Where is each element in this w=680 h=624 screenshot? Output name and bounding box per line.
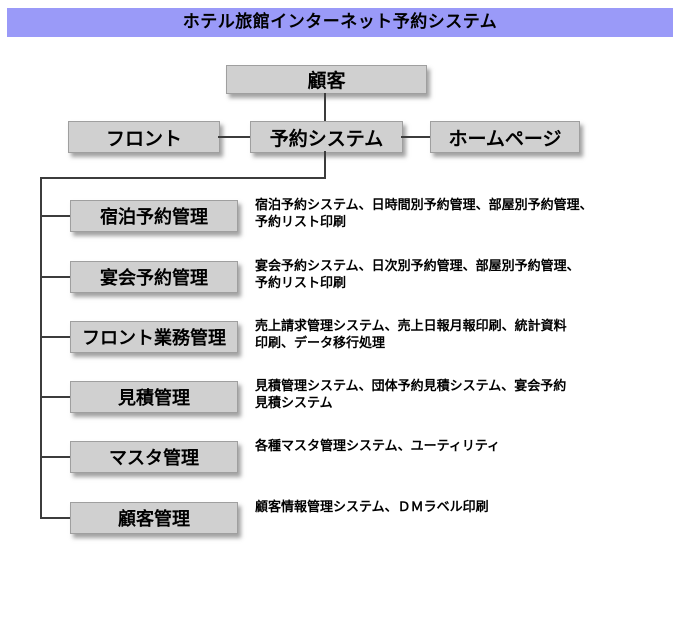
desc-line: 予約リスト印刷 [255,215,347,230]
desc-line: 見積管理システム、団体予約見積システム、宴会予約 [255,379,567,394]
connector-customer-to-reservation [324,93,326,121]
node-reservation-system-label: 予約システム [269,127,384,150]
node-front-label: フロント [105,127,182,150]
connector-reservation-to-homepage [401,136,430,138]
node-customer-mgmt-label: 顧客管理 [118,509,190,530]
node-estimate-mgmt-label: 見積管理 [118,388,190,409]
node-front-operations-mgmt-label: フロント業務管理 [82,328,226,349]
node-homepage-label: ホームページ [448,127,562,150]
connector-branch-5 [40,456,70,458]
diagram-title: ホテル旅館インターネット予約システム [7,8,673,37]
desc-lodging-reservation-mgmt: 宿泊予約システム、日時間別予約管理、部屋別予約管理、 予約リスト印刷 [255,197,673,231]
connector-branch-4 [40,396,70,398]
node-customer-label: 顧客 [307,70,346,92]
desc-line: 印刷、データ移行処理 [255,336,386,351]
connector-main-horizontal [40,177,326,179]
node-customer-mgmt: 顧客管理 [70,502,238,534]
desc-master-mgmt: 各種マスタ管理システム、ユーティリティ [255,438,673,455]
connector-reservation-down [324,151,326,179]
connector-branch-1 [40,215,70,217]
node-front-operations-mgmt: フロント業務管理 [70,321,238,353]
connector-front-to-reservation [218,136,250,138]
desc-line: 宿泊予約システム、日時間別予約管理、部屋別予約管理、 [255,198,593,213]
connector-branch-2 [40,276,70,278]
desc-line: 予約リスト印刷 [255,276,347,291]
node-reservation-system: 予約システム [250,121,403,153]
connector-branch-3 [40,336,70,338]
node-homepage: ホームページ [430,121,580,153]
connector-branch-6 [40,517,70,519]
desc-line: 売上請求管理システム、売上日報月報印刷、統計資料 [255,319,567,334]
node-front: フロント [68,121,220,153]
desc-estimate-mgmt: 見積管理システム、団体予約見積システム、宴会予約 見積システム [255,378,673,412]
node-banquet-reservation-mgmt-label: 宴会予約管理 [100,268,208,289]
desc-front-operations-mgmt: 売上請求管理システム、売上日報月報印刷、統計資料 印刷、データ移行処理 [255,318,673,352]
desc-line: 見積システム [255,396,333,411]
node-banquet-reservation-mgmt: 宴会予約管理 [70,261,238,293]
node-master-mgmt: マスタ管理 [70,441,238,473]
desc-line: 宴会予約システム、日次別予約管理、部屋別予約管理、 [255,259,580,274]
desc-line: 各種マスタ管理システム、ユーティリティ [255,439,501,454]
node-lodging-reservation-mgmt-label: 宿泊予約管理 [100,207,208,228]
desc-customer-mgmt: 顧客情報管理システム、ＤＭラベル印刷 [255,499,673,516]
node-master-mgmt-label: マスタ管理 [109,448,199,469]
desc-line: 顧客情報管理システム、ＤＭラベル印刷 [255,500,489,515]
connector-trunk-vertical [40,177,42,519]
node-lodging-reservation-mgmt: 宿泊予約管理 [70,200,238,232]
desc-banquet-reservation-mgmt: 宴会予約システム、日次別予約管理、部屋別予約管理、 予約リスト印刷 [255,258,673,292]
node-customer: 顧客 [226,65,427,94]
node-estimate-mgmt: 見積管理 [70,381,238,413]
